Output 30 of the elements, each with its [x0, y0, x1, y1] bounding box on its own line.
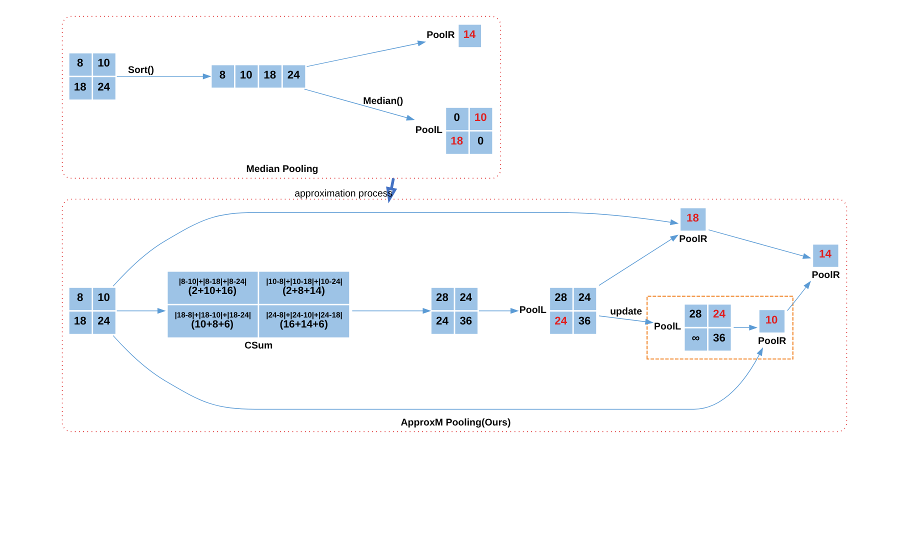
arrow: [116, 74, 211, 80]
arrow: [478, 308, 518, 314]
arrow: [708, 230, 811, 259]
arrow: [786, 280, 810, 311]
arrow: [386, 178, 397, 204]
node-label: PoolR: [678, 234, 707, 245]
arrow: [303, 88, 414, 121]
edge-label: Sort(): [127, 65, 154, 76]
node-box: 14: [458, 24, 481, 48]
edge-label: Median(): [362, 96, 403, 107]
node-label: PoolR: [758, 336, 786, 347]
node-box: 14: [812, 244, 838, 267]
cluster: [646, 296, 793, 360]
node-box: 10: [758, 310, 784, 332]
arrow: [306, 40, 426, 67]
node-label: PoolL: [654, 322, 681, 333]
arrow: [112, 212, 678, 287]
arrow: [732, 324, 758, 331]
arrow: [598, 234, 678, 286]
arrow: [116, 308, 166, 314]
node-label: PoolR: [426, 30, 454, 41]
arrow: [351, 308, 431, 314]
node-label: CSum: [244, 340, 272, 352]
node-label: PoolR: [811, 270, 840, 282]
node-box: 18: [680, 208, 706, 231]
edge-label: update: [610, 306, 642, 318]
arrow: [598, 316, 654, 325]
node-label: PoolL: [518, 304, 546, 316]
arrow: [112, 335, 763, 410]
node-label: PoolL: [414, 124, 442, 136]
